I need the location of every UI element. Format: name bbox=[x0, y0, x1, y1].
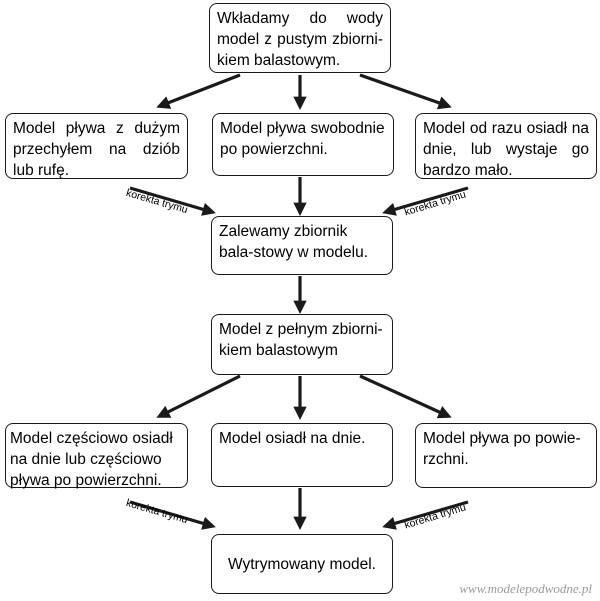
fill-tank-box: Zalewamy zbiornik bala-stowy w modelu. bbox=[211, 216, 393, 275]
row2-right-text: Model pływa po powie-rzchni. bbox=[423, 430, 581, 468]
arrow-left-to-fill bbox=[129, 186, 216, 216]
arrow-full-to-right bbox=[359, 374, 452, 419]
start-box-text: Wkładamy do wody model z pustym zbiorni-… bbox=[217, 10, 383, 69]
row2-left-box: Model częściowo osiadł na dnie lub częśc… bbox=[5, 423, 188, 489]
arrow-full-to-left bbox=[156, 374, 241, 418]
full-tank-text: Model z pełnym zbiorni-kiem balastowym bbox=[219, 321, 383, 359]
arrow-row2right-to-result bbox=[382, 500, 469, 530]
full-tank-box: Model z pełnym zbiorni-kiem balastowym bbox=[211, 314, 393, 375]
row1-center-text: Model pływa swobodnie po powierzchni. bbox=[220, 120, 385, 158]
row1-center-box: Model pływa swobodnie po powierzchni. bbox=[212, 113, 394, 176]
arrow-right-to-fill bbox=[382, 186, 469, 216]
result-text: Wytrymowany model. bbox=[227, 555, 376, 573]
row1-left-box: Model pływa z dużym przechyłem na dziób … bbox=[5, 113, 188, 179]
start-box: Wkładamy do wody model z pustym zbiorni-… bbox=[209, 3, 391, 73]
watermark: www.modelepodwodne.pl bbox=[459, 581, 592, 596]
result-box: Wytrymowany model. bbox=[211, 534, 393, 594]
row1-right-text: Model od razu osiadł na dnie, lub wystaj… bbox=[423, 120, 589, 179]
fill-tank-text: Zalewamy zbiornik bala-stowy w modelu. bbox=[219, 223, 369, 261]
arrow-start-to-right bbox=[359, 73, 452, 110]
arrow-row2left-to-result bbox=[129, 500, 216, 530]
row2-left-text: Model częściowo osiadł na dnie lub częśc… bbox=[10, 430, 173, 489]
row2-right-box: Model pływa po powie-rzchni. bbox=[415, 423, 597, 488]
row1-right-box: Model od razu osiadł na dnie, lub wystaj… bbox=[415, 113, 597, 179]
row2-center-box: Model osiadł na dnie. bbox=[211, 423, 393, 487]
row1-left-text: Model pływa z dużym przechyłem na dziób … bbox=[13, 120, 180, 179]
row2-center-text: Model osiadł na dnie. bbox=[219, 430, 366, 447]
arrow-start-to-left bbox=[156, 73, 241, 109]
